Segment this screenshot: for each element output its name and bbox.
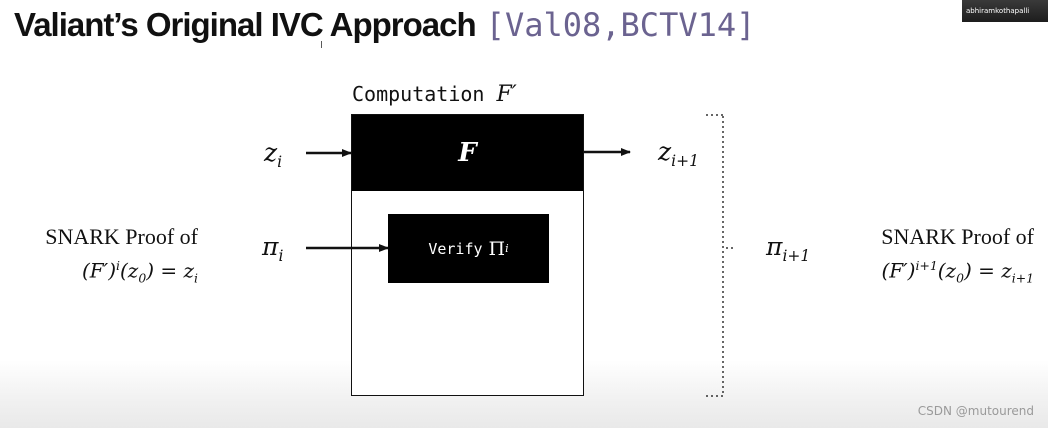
output-z-base: z (658, 137, 672, 166)
left-formula-sub0: 0 (138, 270, 147, 286)
verify-symbol: Π (488, 237, 506, 260)
input-pi: πi (262, 232, 283, 265)
right-formula-prefix: (F′) (881, 258, 916, 283)
function-f-label: F (458, 138, 477, 168)
slide-title-text: Valiant’s Original IVC Approach (14, 6, 477, 43)
right-caption: SNARK Proof of (F′)i+1(z0) = zi+1 (858, 222, 1034, 293)
input-pi-base: π (262, 232, 279, 261)
output-z-sub: i+1 (671, 152, 699, 170)
input-z-sub: i (277, 153, 283, 171)
watermark: CSDN @mutourend (917, 404, 1034, 418)
verify-label: Verify (428, 239, 483, 258)
input-pi-sub: i (278, 247, 284, 265)
right-formula-sub0: 0 (956, 270, 964, 286)
output-z: zi+1 (658, 137, 699, 170)
right-formula-mid: (z (937, 258, 957, 283)
presenter-name: abhiramkothapalli (966, 7, 1030, 15)
computation-label: Computation F′ (352, 82, 517, 107)
output-pi-base: π (766, 232, 783, 261)
computation-symbol: F′ (496, 82, 517, 107)
left-caption: SNARK Proof of (F′)i(z0) = zi (30, 222, 198, 293)
right-formula-eq: ) = z (963, 258, 1012, 283)
left-formula-sub: i (194, 270, 198, 286)
left-formula-prefix: (F′) (81, 258, 117, 283)
presenter-webcam: abhiramkothapalli (962, 0, 1048, 22)
verify-subscript: i (505, 242, 509, 255)
text-cursor-icon: I (320, 40, 323, 51)
citation: [Val08,BCTV14] (485, 6, 756, 44)
left-caption-line1: SNARK Proof of (45, 224, 198, 249)
left-formula-sup: i (116, 258, 120, 273)
function-f-box: F (352, 115, 583, 191)
right-formula-sub: i+1 (1011, 270, 1034, 286)
input-z: zi (264, 138, 282, 171)
input-z-base: z (264, 138, 278, 167)
computation-label-text: Computation (352, 82, 485, 106)
left-formula-eq: ) = z (146, 258, 195, 283)
left-formula-mid: (z (119, 258, 139, 283)
output-pi: πi+1 (766, 232, 810, 265)
left-caption-formula: (F′)i(z0) = zi (30, 251, 198, 293)
output-pi-sub: i+1 (782, 247, 811, 265)
right-formula-sup: i+1 (915, 258, 938, 273)
right-caption-line1: SNARK Proof of (881, 224, 1034, 249)
right-caption-formula: (F′)i+1(z0) = zi+1 (858, 251, 1034, 293)
slide-title: Valiant’s Original IVC Approach[Val08,BC… (14, 6, 755, 44)
